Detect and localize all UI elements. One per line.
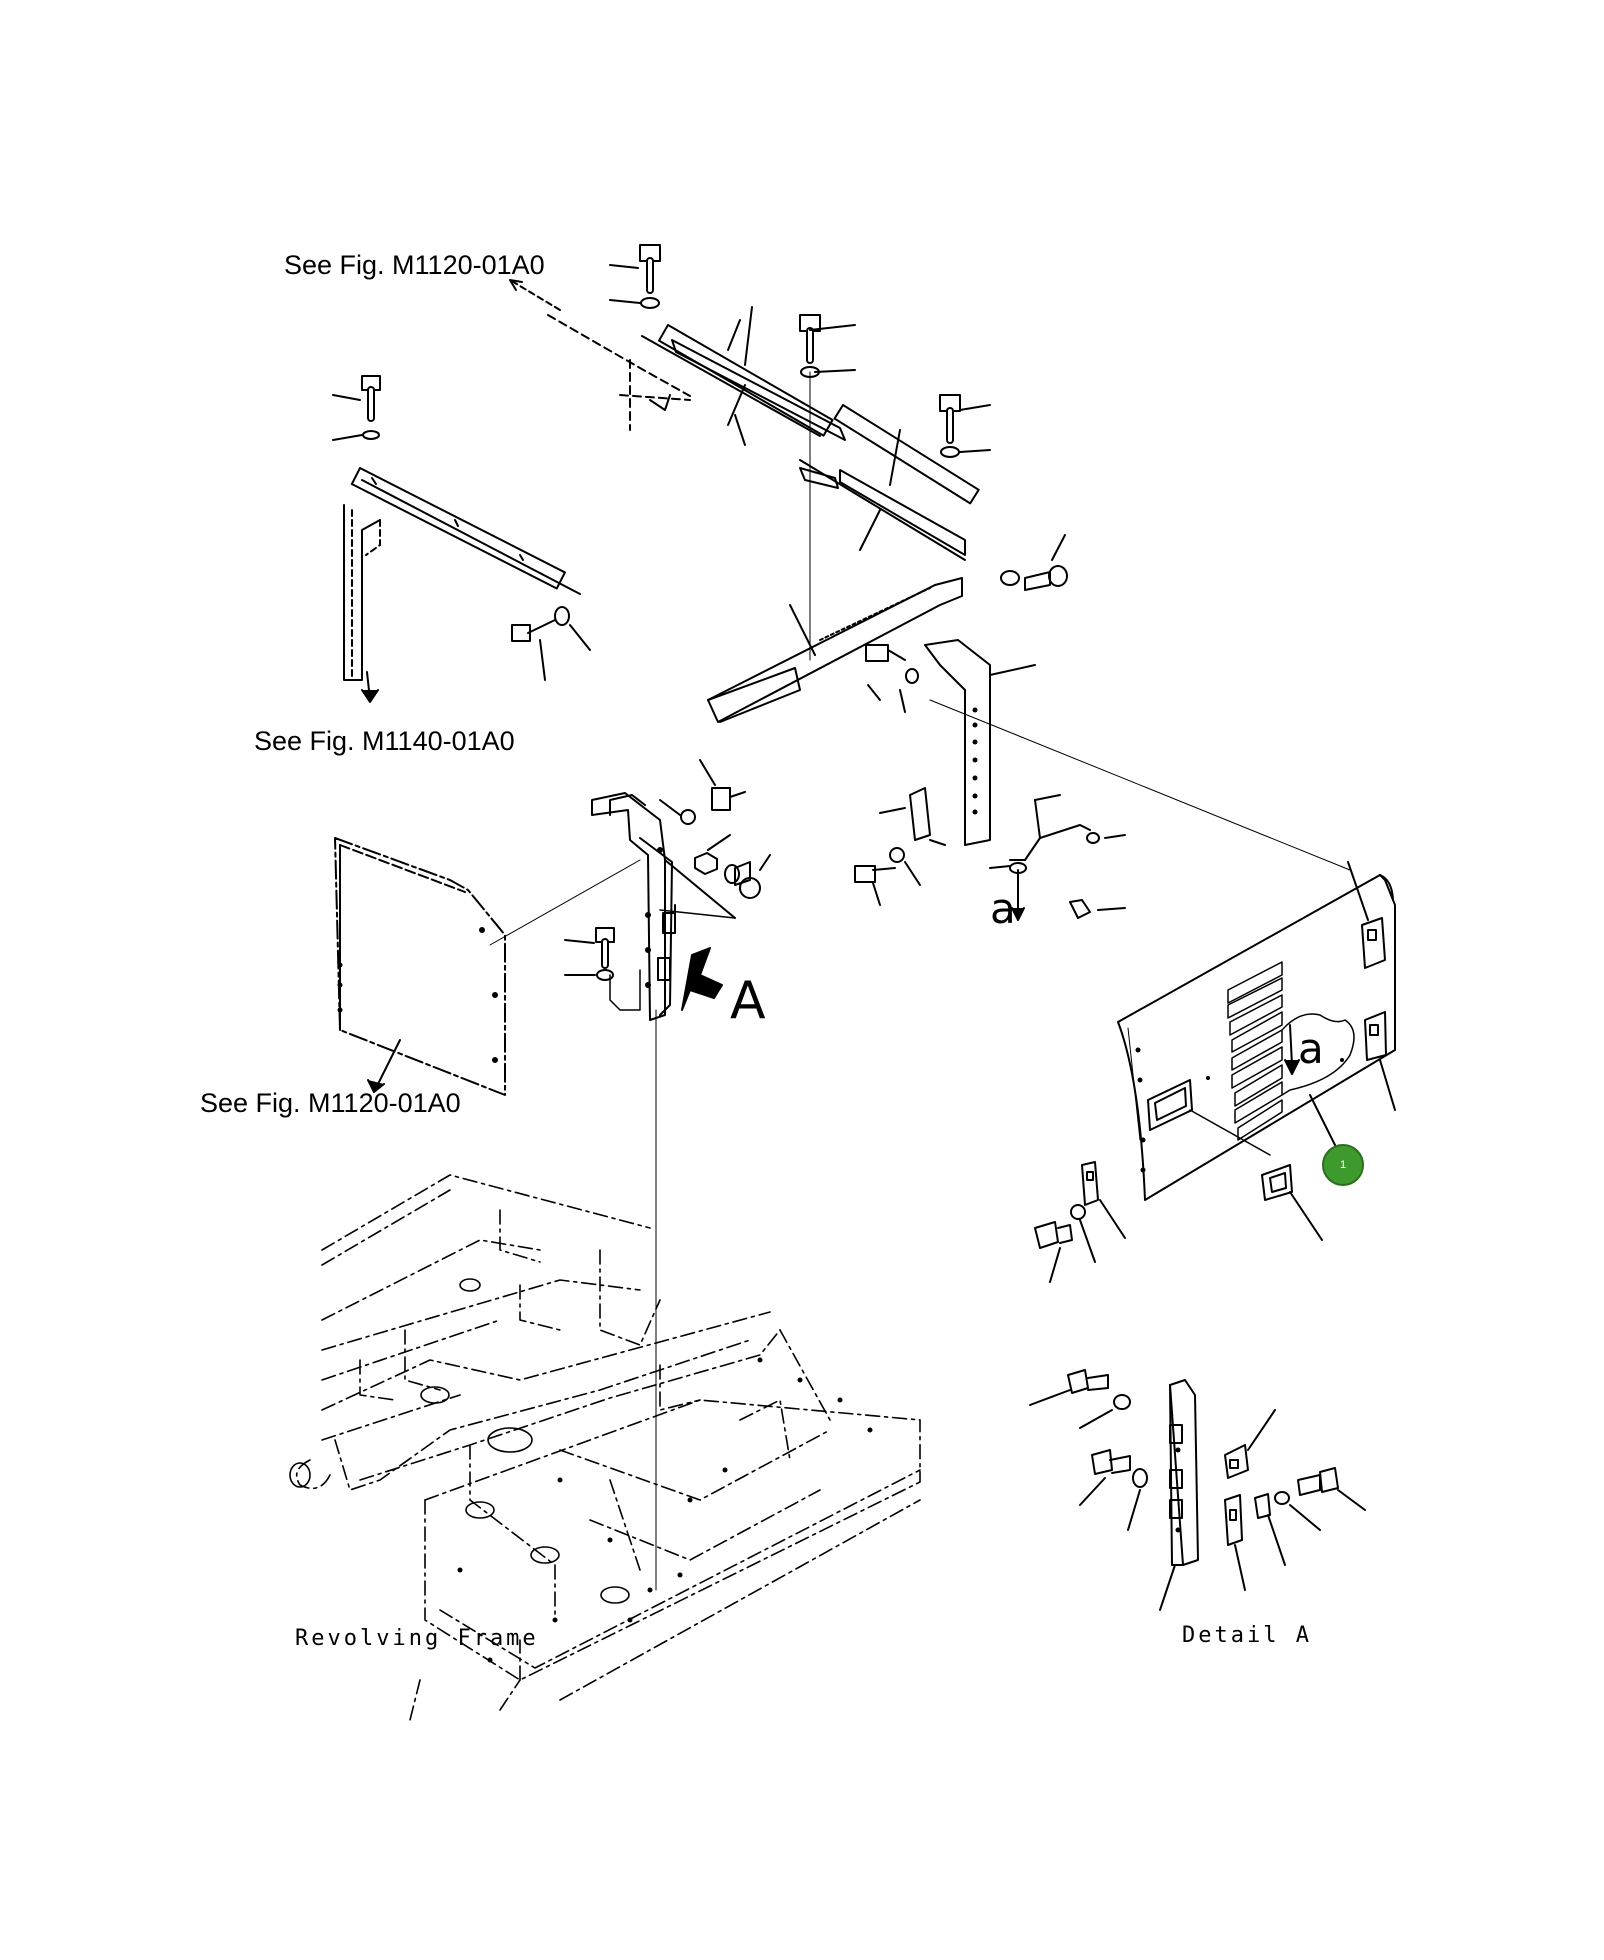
door-latch-side — [1364, 1011, 1396, 1111]
bolt-top-right-1 — [799, 314, 856, 661]
frame-dots — [457, 1357, 873, 1663]
section-a-label-2: a — [1298, 1024, 1324, 1073]
guide-line-post — [929, 699, 1351, 871]
long-rail-2 — [799, 429, 966, 556]
bracket-middle — [879, 787, 946, 846]
reference-label-panel[interactable]: See Fig. M1120-01A0 — [200, 1088, 461, 1118]
upper-rail-right — [734, 306, 980, 561]
bolt-pillar-mid — [564, 927, 641, 1011]
leader-door-1 — [1309, 1094, 1336, 1146]
long-rail-1 — [671, 319, 846, 441]
bolt-top-center — [609, 244, 661, 309]
bolt-top-right-2 — [939, 394, 991, 458]
door-handle-window — [1147, 1079, 1193, 1131]
post-right — [924, 639, 1036, 846]
view-arrow-a-label: A — [730, 971, 766, 1031]
door-panel — [1117, 861, 1396, 1201]
bolt-post-right — [865, 644, 919, 713]
frame-holes — [289, 1278, 630, 1604]
reference-label-top[interactable]: See Fig. M1120-01A0 — [284, 250, 545, 280]
upper-rail-top — [547, 314, 834, 437]
bolt-bracket-middle — [854, 847, 921, 906]
door-bracket-lower — [1081, 1161, 1126, 1239]
center-pillar — [591, 792, 736, 1021]
callout-part-1[interactable]: 1 — [1322, 1144, 1364, 1186]
detail-a-drawing — [1159, 1379, 1286, 1611]
view-arrow-a — [681, 947, 723, 1011]
rod-hook — [989, 794, 1126, 921]
reference-label-left[interactable]: See Fig. M1140-01A0 — [254, 726, 515, 756]
bolt-door-lower — [1034, 1204, 1096, 1283]
bolt-pillar-top — [659, 759, 746, 825]
detail-a-bolts — [1029, 1369, 1366, 1531]
detail-a-label: Detail A — [1182, 1623, 1312, 1648]
bolt-left-top — [332, 375, 381, 441]
support-beam-center — [707, 577, 963, 723]
bolt-beam-right — [1000, 534, 1068, 591]
left-side-panel — [334, 837, 506, 1096]
reference-arrows — [361, 279, 561, 1093]
revolving-frame-label: Revolving Frame — [295, 1626, 539, 1651]
nut-pillar — [694, 834, 771, 899]
guide-line-panel — [489, 859, 641, 946]
upper-rail-left — [343, 467, 581, 681]
door-striker — [1261, 1164, 1323, 1241]
door-latch-top — [1347, 861, 1386, 969]
leader-pillar — [659, 909, 736, 919]
section-a-label-1: a — [990, 884, 1016, 933]
door-louvers — [1227, 961, 1283, 1141]
bolt-left-lower — [511, 606, 591, 681]
